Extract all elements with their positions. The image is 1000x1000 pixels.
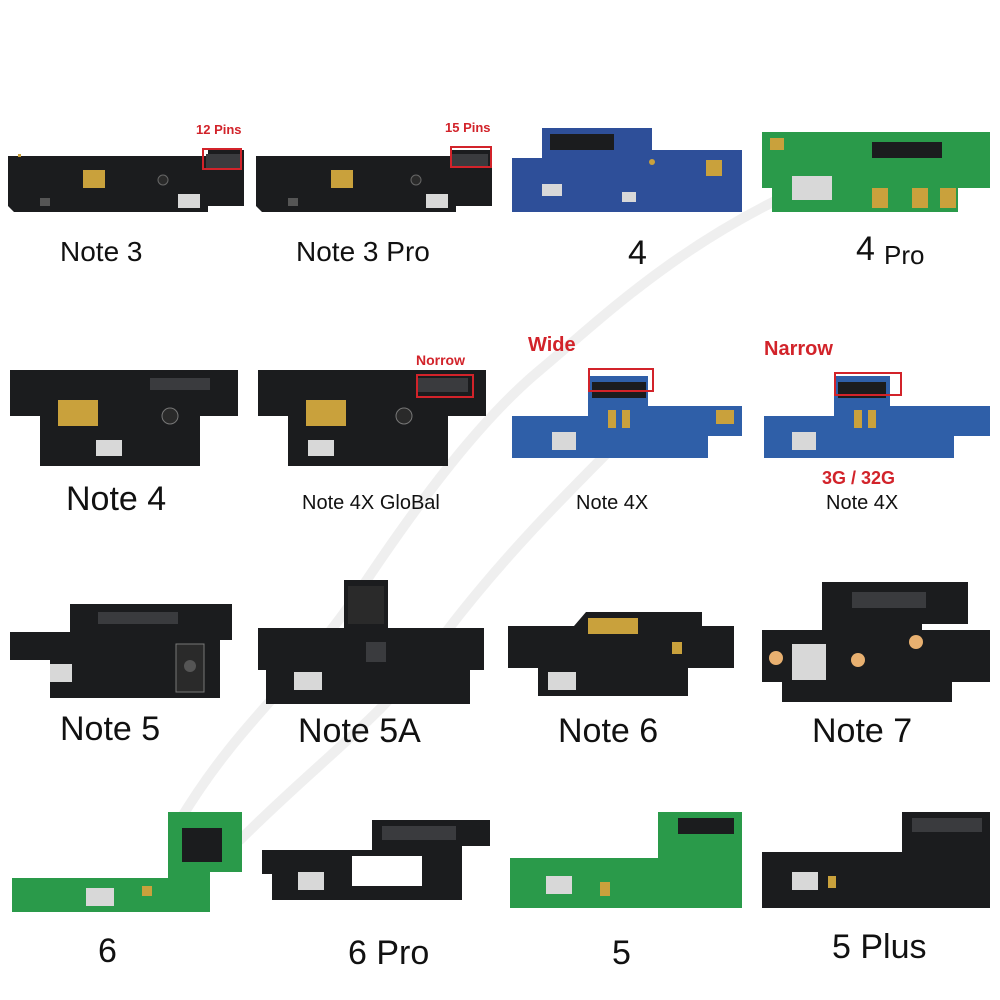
- board-label-suffix: Pro: [884, 240, 925, 270]
- connector-highlight-box: [834, 372, 902, 396]
- board-image-note-5: [10, 604, 236, 702]
- board-image-note-6: [508, 612, 738, 702]
- board-label: 6 Pro: [348, 934, 430, 972]
- storage-annotation: 3G / 32G: [822, 468, 896, 488]
- narrow-annotation: Narrow: [764, 338, 833, 360]
- board-image-5: [510, 812, 746, 912]
- connector-highlight-box: [202, 148, 242, 170]
- board-label: Note 4X: [826, 492, 899, 514]
- board-label: Note 3 Pro: [296, 236, 430, 267]
- board-label: 6: [98, 932, 117, 970]
- connector-highlight-box: [450, 146, 492, 168]
- connector-highlight-box: [588, 368, 654, 392]
- pins-annotation: 15 Pins: [445, 120, 491, 135]
- connector-annotation: Norrow: [416, 352, 465, 368]
- board-label: Note 5: [60, 710, 161, 748]
- board-label: Note 3: [60, 236, 143, 267]
- wide-annotation: Wide: [528, 334, 576, 356]
- board-label: Note 7: [812, 712, 913, 750]
- board-label: Note 4: [66, 480, 167, 518]
- board-label: Note 4X GloBal: [302, 492, 440, 514]
- store-watermark: [175, 175, 825, 845]
- board-image-4-pro: [762, 132, 994, 216]
- board-label: 5 Plus: [832, 928, 927, 966]
- board-image-note-3: [8, 150, 248, 216]
- board-image-note-4x-global: [258, 370, 488, 470]
- pins-annotation: 12 Pins: [196, 122, 242, 137]
- board-image-note-4: [10, 370, 240, 470]
- board-label: Note 4X: [576, 492, 649, 514]
- board-image-5-plus: [762, 812, 994, 912]
- board-label: 5: [612, 934, 631, 972]
- board-label: 4: [628, 234, 647, 272]
- board-label: Note 6: [558, 712, 659, 750]
- board-label: 4: [856, 230, 875, 268]
- board-image-note-3-pro: [256, 150, 496, 216]
- board-image-6: [12, 812, 246, 928]
- board-image-note-7: [762, 582, 994, 706]
- board-image-note-5a: [258, 580, 488, 710]
- board-label: Note 5A: [298, 712, 421, 750]
- connector-highlight-box: [416, 374, 474, 398]
- board-image-6-pro: [262, 820, 494, 904]
- board-image-4: [512, 128, 748, 224]
